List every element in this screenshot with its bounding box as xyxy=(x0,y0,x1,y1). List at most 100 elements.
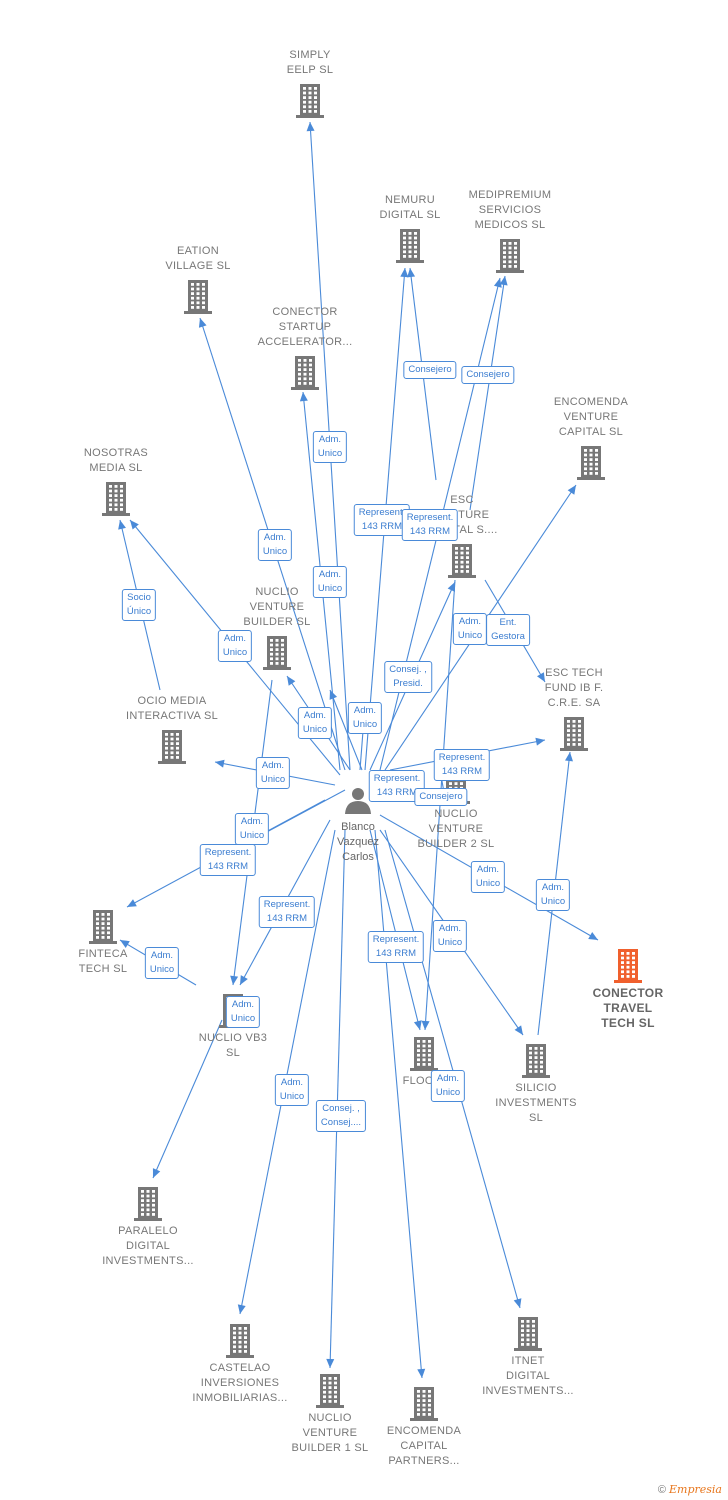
arrowhead xyxy=(565,752,573,762)
company-node-simply[interactable]: SIMPLY EELP SL xyxy=(245,48,375,118)
relation-edge xyxy=(469,275,506,511)
company-node-nuclio-vb[interactable]: NUCLIO VENTURE BUILDER SL xyxy=(212,585,342,670)
company-name[interactable]: FLOORI xyxy=(402,1075,446,1087)
relation-label[interactable]: Adm. Unico xyxy=(432,920,468,952)
company-name[interactable]: MEDIPREMIUM SERVICIOS MEDICOS SL xyxy=(468,189,552,231)
company-name[interactable]: CONECTOR STARTUP ACCELERATOR... xyxy=(257,306,353,348)
company-name[interactable]: SIMPLY EELP SL xyxy=(286,49,334,76)
relation-label[interactable]: Adm. Unico xyxy=(225,996,261,1028)
company-node-castelao[interactable]: CASTELAO INVERSIONES INMOBILIARIAS... xyxy=(175,1322,305,1406)
company-name[interactable]: PARALELO DIGITAL INVESTMENTS... xyxy=(102,1225,194,1267)
company-node-finteca[interactable]: FINTECA TECH SL xyxy=(38,908,168,977)
arrowhead xyxy=(306,122,315,132)
copyright-symbol: © xyxy=(657,1484,666,1496)
relation-label[interactable]: Adm. Unico xyxy=(144,947,180,979)
person-icon[interactable] xyxy=(345,788,371,814)
relation-label[interactable]: Adm. Unico xyxy=(430,1070,466,1102)
relation-label[interactable]: Adm. Unico xyxy=(312,431,348,463)
company-name[interactable]: SILICIO INVESTMENTS SL xyxy=(495,1082,577,1124)
relation-label[interactable]: Adm. Unico xyxy=(312,566,348,598)
arrowhead xyxy=(536,672,545,682)
company-name[interactable]: FINTECA TECH SL xyxy=(78,948,128,975)
company-node-itnet[interactable]: ITNET DIGITAL INVESTMENTS... xyxy=(463,1315,593,1399)
company-name[interactable]: NUCLIO VENTURE BUILDER 2 SL xyxy=(417,808,495,850)
company-name[interactable]: NUCLIO VENTURE BUILDER 1 SL xyxy=(291,1412,369,1454)
relation-label[interactable]: Represent. 143 RRM xyxy=(258,896,316,928)
building-icon xyxy=(89,910,117,944)
relation-label[interactable]: Ent. Gestora xyxy=(486,614,530,646)
company-node-medipremium[interactable]: MEDIPREMIUM SERVICIOS MEDICOS SL xyxy=(445,188,575,273)
company-name[interactable]: ESC TECH FUND IB F. C.R.E. SA xyxy=(544,667,604,709)
arrowhead xyxy=(417,1368,426,1378)
arrowhead xyxy=(513,1298,522,1308)
company-name[interactable]: ENCOMENDA CAPITAL PARTNERS... xyxy=(386,1425,462,1467)
arrowhead xyxy=(499,276,508,286)
company-node-esc[interactable]: ESC VENTURE CAPITAL S.... xyxy=(397,493,527,578)
arrowhead xyxy=(127,899,137,907)
company-node-eation[interactable]: EATION VILLAGE SL xyxy=(133,244,263,314)
building-icon xyxy=(577,446,605,480)
building-icon xyxy=(134,1187,162,1221)
relation-label[interactable]: Represent. 143 RRM xyxy=(433,749,491,781)
arrowhead xyxy=(120,940,130,949)
relation-label[interactable]: Represent. 143 RRM xyxy=(199,844,257,876)
relation-label[interactable]: Represent. 143 RRM xyxy=(401,509,459,541)
relation-edge xyxy=(384,829,521,1309)
relation-label[interactable]: Adm. Unico xyxy=(217,630,253,662)
relation-label[interactable]: Adm. Unico xyxy=(255,757,291,789)
relation-label[interactable]: Adm. Unico xyxy=(347,702,383,734)
company-name[interactable]: NOSOTRAS MEDIA SL xyxy=(83,447,149,474)
arrowhead xyxy=(588,932,598,940)
relation-label[interactable]: Consej. , Presid. xyxy=(384,661,432,693)
company-node-ocio[interactable]: OCIO MEDIA INTERACTIVA SL xyxy=(107,694,237,764)
arrowhead xyxy=(215,759,225,768)
company-node-encomenda-vc[interactable]: ENCOMENDA VENTURE CAPITAL SL xyxy=(526,395,656,480)
relation-label[interactable]: Consejero xyxy=(403,361,457,379)
arrowhead xyxy=(237,1304,246,1314)
arrowhead xyxy=(535,737,545,746)
arrowhead xyxy=(326,1358,335,1368)
company-name[interactable]: CONECTOR TRAVEL TECH SL xyxy=(592,986,664,1030)
relation-label[interactable]: Adm. Unico xyxy=(257,529,293,561)
company-node-nosotras[interactable]: NOSOTRAS MEDIA SL xyxy=(51,446,181,516)
building-icon xyxy=(514,1317,542,1351)
relation-label[interactable]: Consej. , Consej.... xyxy=(315,1100,367,1132)
empresia-logo[interactable]: Empresia xyxy=(669,1483,722,1496)
company-name[interactable]: OCIO MEDIA INTERACTIVA SL xyxy=(125,695,219,722)
company-node-paralelo[interactable]: PARALELO DIGITAL INVESTMENTS... xyxy=(83,1185,213,1269)
company-name[interactable]: ENCOMENDA VENTURE CAPITAL SL xyxy=(553,396,629,438)
relation-label[interactable]: Socio Único xyxy=(121,589,157,621)
company-node-silicio[interactable]: SILICIO INVESTMENTS SL xyxy=(471,1042,601,1126)
relation-label[interactable]: Represent. 143 RRM xyxy=(353,504,411,536)
relation-label[interactable]: Adm. Unico xyxy=(274,1074,310,1106)
company-node-conector-travel[interactable]: CONECTOR TRAVEL TECH SL xyxy=(563,947,693,1031)
company-name[interactable]: ITNET DIGITAL INVESTMENTS... xyxy=(482,1355,574,1397)
company-node-nemuru[interactable]: NEMURU DIGITAL SL xyxy=(345,193,475,263)
relation-label[interactable]: Consejero xyxy=(461,366,515,384)
building-icon xyxy=(614,949,642,983)
relation-label[interactable]: Adm. Unico xyxy=(297,707,333,739)
company-name[interactable]: EATION VILLAGE SL xyxy=(165,245,231,272)
relation-label[interactable]: Consejero xyxy=(414,788,468,806)
building-icon xyxy=(296,84,324,118)
company-node-encomenda-cp[interactable]: ENCOMENDA CAPITAL PARTNERS... xyxy=(359,1385,489,1469)
relation-label[interactable]: Adm. Unico xyxy=(470,861,506,893)
arrowhead xyxy=(118,520,126,530)
relation-edge xyxy=(374,829,423,1379)
company-name[interactable]: NUCLIO VB3 SL xyxy=(198,1032,268,1059)
company-name[interactable]: NUCLIO VENTURE BUILDER SL xyxy=(243,586,311,628)
person-name[interactable]: Blanco Vazquez Carlos xyxy=(337,821,379,863)
company-node-nuclio-vb1[interactable]: NUCLIO VENTURE BUILDER 1 SL xyxy=(265,1372,395,1456)
relation-label[interactable]: Adm. Unico xyxy=(452,613,488,645)
company-node-floori[interactable]: FLOORI xyxy=(359,1035,489,1089)
relation-label[interactable]: Adm. Unico xyxy=(234,813,270,845)
company-node-esc-tech[interactable]: ESC TECH FUND IB F. C.R.E. SA xyxy=(509,666,639,751)
company-name[interactable]: NEMURU DIGITAL SL xyxy=(379,194,441,221)
relation-label[interactable]: Adm. Unico xyxy=(535,879,571,911)
company-node-conector-startup[interactable]: CONECTOR STARTUP ACCELERATOR... xyxy=(240,305,370,390)
arrowhead xyxy=(400,268,409,278)
relation-edge xyxy=(329,829,346,1369)
company-name[interactable]: CASTELAO INVERSIONES INMOBILIARIAS... xyxy=(192,1362,288,1404)
building-icon xyxy=(263,636,291,670)
relation-label[interactable]: Represent. 143 RRM xyxy=(367,931,425,963)
